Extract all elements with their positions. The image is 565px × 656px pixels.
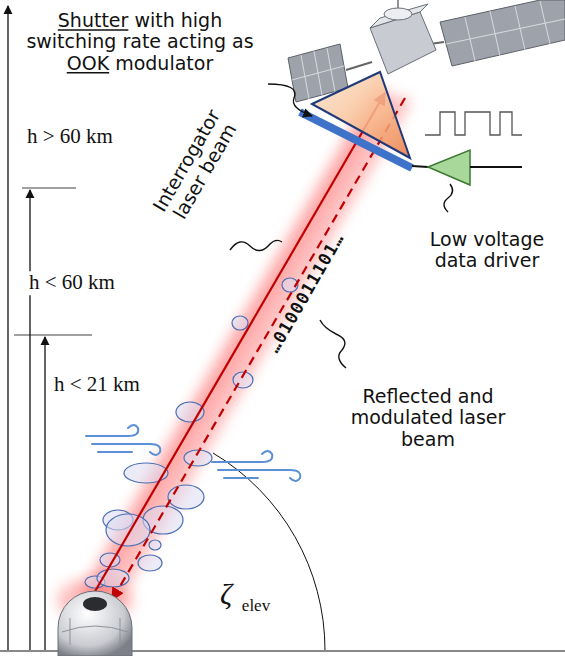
elevation-arc bbox=[213, 453, 325, 650]
angle-subscript: elev bbox=[242, 596, 270, 615]
clouds bbox=[85, 278, 298, 588]
altitude-label: h < 60 km bbox=[26, 271, 118, 295]
altitude-label: h < 21 km bbox=[51, 373, 143, 397]
callout-text: Reflected and modulated laser beam bbox=[350, 386, 506, 450]
beam-glow bbox=[90, 93, 405, 600]
callout-text: Shutter with high switching rate acting … bbox=[24, 10, 256, 74]
beam-label: Interrogator laser beam bbox=[143, 96, 249, 237]
altitude-label: h > 60 km bbox=[24, 125, 116, 149]
callout-pointers bbox=[230, 84, 453, 368]
satellite bbox=[288, 0, 565, 102]
reflected-beam bbox=[112, 98, 405, 600]
height-scale bbox=[0, 6, 565, 651]
angle-symbol: ζ bbox=[220, 577, 232, 611]
shutter-plate bbox=[300, 112, 412, 168]
callout-text: Low voltage data driver bbox=[421, 229, 553, 272]
interrogator-beam bbox=[90, 93, 385, 600]
data-driver bbox=[412, 112, 522, 185]
wind-lines bbox=[86, 425, 300, 481]
ground-station bbox=[58, 591, 132, 656]
